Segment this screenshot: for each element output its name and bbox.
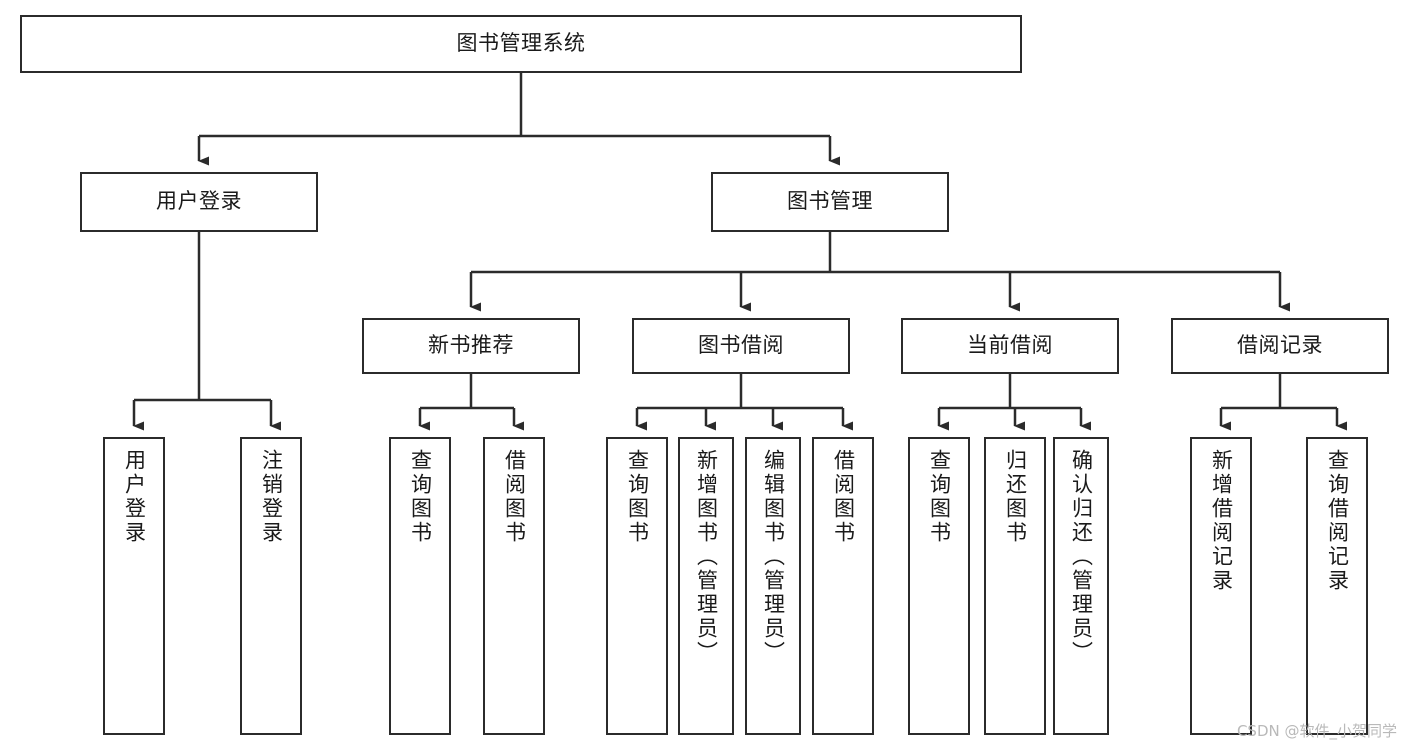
- node-l10[interactable]: 归还图书: [984, 437, 1046, 735]
- node-label: 注销登录: [259, 449, 284, 545]
- node-current[interactable]: 当前借阅: [901, 318, 1119, 374]
- node-l8[interactable]: 借阅图书: [812, 437, 874, 735]
- node-l3[interactable]: 查询图书: [389, 437, 451, 735]
- node-label: 借阅记录: [1237, 333, 1323, 358]
- node-label: 当前借阅: [967, 333, 1053, 358]
- node-borrow[interactable]: 图书借阅: [632, 318, 850, 374]
- node-label: 借阅图书: [831, 449, 856, 545]
- node-l12[interactable]: 新增借阅记录: [1190, 437, 1252, 735]
- node-newbook[interactable]: 新书推荐: [362, 318, 580, 374]
- node-label: 新增图书（管理员）: [694, 449, 719, 665]
- node-l6[interactable]: 新增图书（管理员）: [678, 437, 734, 735]
- node-label: 借阅图书: [502, 449, 527, 545]
- node-label: 图书管理系统: [456, 31, 586, 56]
- node-label: 用户登录: [122, 449, 147, 545]
- node-label: 用户登录: [156, 189, 242, 214]
- node-l5[interactable]: 查询图书: [606, 437, 668, 735]
- node-label: 查询图书: [927, 449, 952, 545]
- node-label: 查询图书: [625, 449, 650, 545]
- node-l11[interactable]: 确认归还（管理员）: [1053, 437, 1109, 735]
- node-label: 图书借阅: [698, 333, 784, 358]
- watermark-text: CSDN @软件_小贺同学: [1236, 722, 1397, 740]
- node-l9[interactable]: 查询图书: [908, 437, 970, 735]
- node-bookmgmt[interactable]: 图书管理: [711, 172, 949, 232]
- node-records[interactable]: 借阅记录: [1171, 318, 1389, 374]
- node-l4[interactable]: 借阅图书: [483, 437, 545, 735]
- node-l2[interactable]: 注销登录: [240, 437, 302, 735]
- node-l1[interactable]: 用户登录: [103, 437, 165, 735]
- node-label: 新书推荐: [428, 333, 514, 358]
- node-label: 查询借阅记录: [1325, 449, 1350, 593]
- node-label: 查询图书: [408, 449, 433, 545]
- node-l7[interactable]: 编辑图书（管理员）: [745, 437, 801, 735]
- node-l13[interactable]: 查询借阅记录: [1306, 437, 1368, 735]
- node-root[interactable]: 图书管理系统: [20, 15, 1022, 73]
- node-label: 确认归还（管理员）: [1069, 449, 1094, 665]
- node-label: 新增借阅记录: [1209, 449, 1234, 593]
- node-label: 图书管理: [787, 189, 873, 214]
- node-label: 归还图书: [1003, 449, 1028, 545]
- node-label: 编辑图书（管理员）: [761, 449, 786, 665]
- node-login[interactable]: 用户登录: [80, 172, 318, 232]
